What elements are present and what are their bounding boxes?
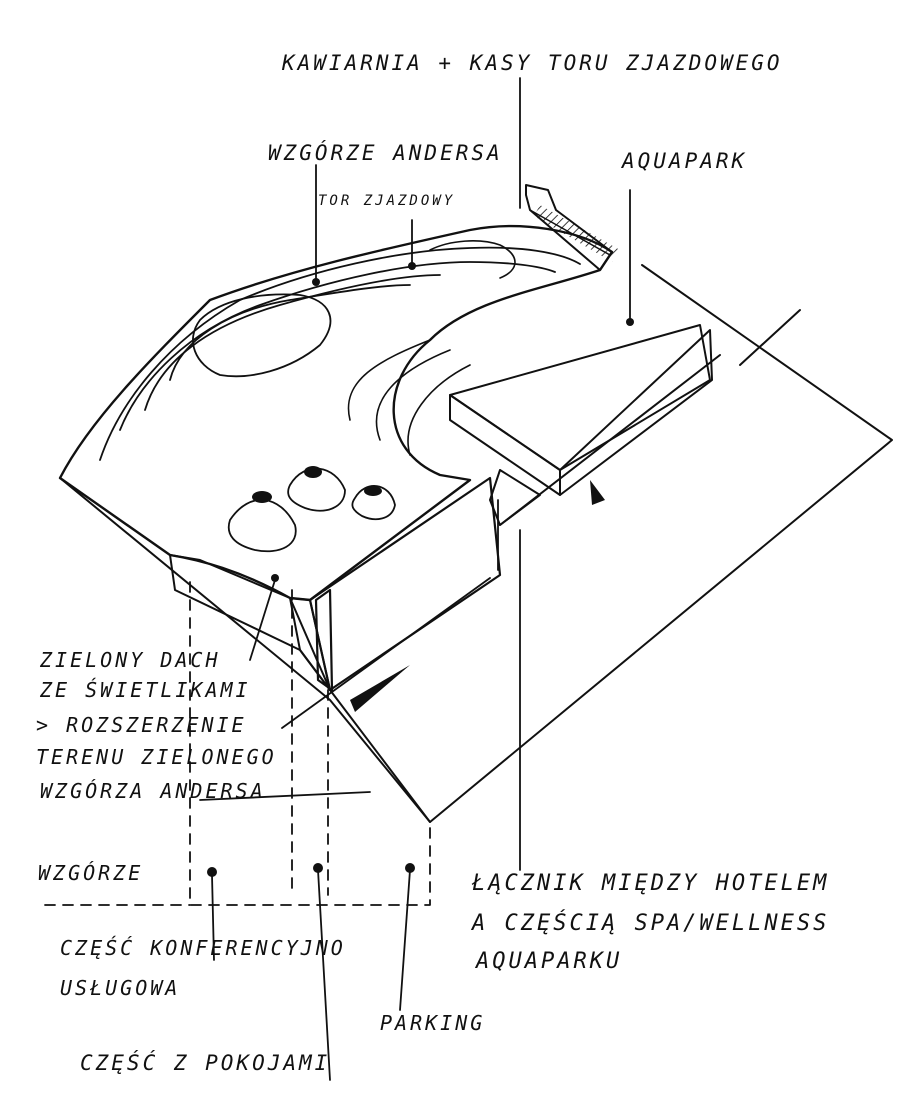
label-zielony-dach-2: ZE ŚWIETLIKAMI <box>39 678 251 702</box>
label-rozszerzenie-2: TERENU ZIELONEGO <box>36 745 277 769</box>
skylight-3 <box>351 485 396 521</box>
ground-plane <box>59 264 893 823</box>
label-lacznik-3: AQUAPARKU <box>474 949 622 974</box>
label-tor-zjazdowy: TOR ZJAZDOWY <box>318 193 455 209</box>
label-czesc-pokoje: CZĘŚĆ Z POKOJAMI <box>80 1050 330 1075</box>
label-lacznik-2: A CZĘŚCIĄ SPA/WELLNESS <box>470 910 829 936</box>
skylights <box>227 466 396 553</box>
hotel-building <box>169 476 502 712</box>
label-wzgorze: WZGÓRZE <box>38 861 143 885</box>
leaders <box>199 77 634 871</box>
aquapark-building <box>449 184 721 526</box>
zone-outlines <box>44 581 431 1081</box>
hill-roof <box>58 224 614 602</box>
label-wzgorze-andersa: WZGÓRZE ANDERSA <box>268 140 503 165</box>
label-lacznik-1: ŁĄCZNIK MIĘDZY HOTELEM <box>471 871 829 896</box>
skylight-1 <box>227 491 297 553</box>
label-rozszerzenie-3: WZGÓRZA ANDERSA <box>40 779 266 803</box>
label-czesc-konf-1: CZĘŚĆ KONFERENCYJNO <box>60 936 346 960</box>
label-czesc-konf-2: USŁUGOWA <box>60 976 180 1000</box>
label-parking: PARKING <box>380 1011 485 1035</box>
label-rozszerzenie-1: > ROZSZERZENIE <box>36 713 247 737</box>
label-aquapark: AQUAPARK <box>620 149 747 173</box>
label-zielony-dach-1: ZIELONY DACH <box>39 648 221 672</box>
label-kawiarnia: KAWIARNIA + KASY TORU ZJAZDOWEGO <box>281 51 783 75</box>
skylight-2 <box>287 466 346 512</box>
